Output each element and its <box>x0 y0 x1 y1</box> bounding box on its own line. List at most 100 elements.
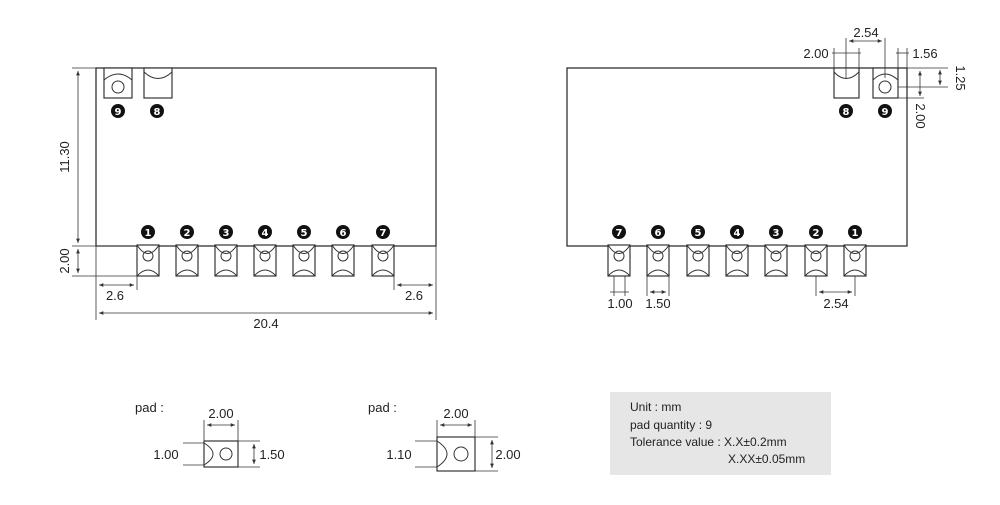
left-pin-1-label: 1 <box>141 225 155 239</box>
left-dim-height: 11.30 <box>57 67 137 247</box>
right-top-pad-8 <box>833 67 860 99</box>
svg-text:7: 7 <box>616 228 623 239</box>
svg-text:2: 2 <box>813 228 820 239</box>
left-bottom-pad-5 <box>292 244 316 277</box>
right-bottom-pads <box>607 244 867 277</box>
svg-text:1.56: 1.56 <box>912 46 937 61</box>
right-dim-pitch-top: 2.54 <box>845 25 886 78</box>
spec-info-box: Unit : mm pad quantity : 9 Tolerance val… <box>610 392 831 475</box>
svg-text:1.50: 1.50 <box>259 447 284 462</box>
svg-text:1.10: 1.10 <box>386 447 411 462</box>
right-dim-pad-width: 1.50 <box>645 276 671 311</box>
svg-text:7: 7 <box>380 228 387 239</box>
right-top-pin-8-label: 8 <box>839 104 853 118</box>
svg-text:2.00: 2.00 <box>208 406 233 421</box>
right-bottom-pad-6 <box>646 244 670 277</box>
svg-text:3: 3 <box>223 228 230 239</box>
right-pin-7-label: 7 <box>612 225 626 239</box>
svg-text:2.6: 2.6 <box>405 288 423 303</box>
left-dim-width: 20.4 <box>99 311 433 331</box>
left-pin-5-label: 5 <box>297 225 311 239</box>
svg-text:1.00: 1.00 <box>153 447 178 462</box>
svg-text:2.00: 2.00 <box>803 46 828 61</box>
right-top-pin-9-label: 9 <box>878 104 892 118</box>
left-bottom-pad-1 <box>136 244 160 277</box>
svg-text:1: 1 <box>145 228 152 239</box>
right-top-pad-9 <box>872 67 899 99</box>
svg-text:8: 8 <box>843 107 850 118</box>
svg-text:4: 4 <box>734 228 741 239</box>
right-pin-3-label: 3 <box>769 225 783 239</box>
left-top-pin-8-label: 8 <box>150 104 164 118</box>
svg-text:2.00: 2.00 <box>443 406 468 421</box>
svg-text:4: 4 <box>262 228 269 239</box>
right-pin-4-label: 4 <box>730 225 744 239</box>
svg-text:2.54: 2.54 <box>853 25 878 40</box>
right-bottom-pad-1 <box>843 244 867 277</box>
right-bottom-pad-2 <box>804 244 828 277</box>
left-pin-3-label: 3 <box>219 225 233 239</box>
left-bottom-pad-6 <box>331 244 355 277</box>
right-bottom-pin-labels: 7 6 5 4 3 2 1 <box>612 225 862 239</box>
tolerance-text-2: X.XX±0.05mm <box>728 452 806 466</box>
svg-text:9: 9 <box>115 107 122 118</box>
svg-text:9: 9 <box>882 107 889 118</box>
svg-text:5: 5 <box>301 228 308 239</box>
svg-text:1.00: 1.00 <box>607 296 632 311</box>
svg-text:2.00: 2.00 <box>57 248 72 273</box>
right-dim-pad9-offset: 1.25 <box>898 65 968 91</box>
left-dim-pad-row-height: 2.00 <box>57 248 137 277</box>
left-top-pad-9 <box>103 67 133 99</box>
left-bottom-pads <box>136 244 395 277</box>
svg-text:2.54: 2.54 <box>823 296 848 311</box>
right-dim-pad9-margin: 1.56 <box>896 46 938 68</box>
pad-quantity-text: pad quantity : 9 <box>630 418 713 432</box>
svg-text:2.6: 2.6 <box>106 288 124 303</box>
svg-text:1.25: 1.25 <box>953 65 968 90</box>
pad-detail-1: pad : 2.00 1.00 1.50 <box>135 400 285 468</box>
left-bottom-pad-4 <box>253 244 277 277</box>
right-dim-pad8-width: 2.00 <box>803 46 861 68</box>
right-pin-2-label: 2 <box>809 225 823 239</box>
svg-text:20.4: 20.4 <box>253 316 278 331</box>
unit-text: Unit : mm <box>630 400 682 414</box>
right-bottom-pad-5 <box>686 244 710 277</box>
svg-text:1: 1 <box>852 228 859 239</box>
left-dim-left-offset: 2.6 <box>95 246 138 320</box>
left-pin-6-label: 6 <box>336 225 350 239</box>
pad-detail-2: pad : 2.00 1.10 2.00 <box>368 400 521 472</box>
left-bottom-pin-labels: 1 2 3 4 5 6 7 <box>141 225 390 239</box>
svg-text:1.50: 1.50 <box>645 296 670 311</box>
svg-text:3: 3 <box>773 228 780 239</box>
right-dim-pad9-height: 2.00 <box>898 71 928 129</box>
left-pin-4-label: 4 <box>258 225 272 239</box>
tolerance-text-1: Tolerance value : X.X±0.2mm <box>630 435 787 449</box>
svg-text:2.00: 2.00 <box>913 103 928 128</box>
right-bottom-pad-7 <box>607 244 631 277</box>
svg-text:2: 2 <box>184 228 191 239</box>
right-dim-pitch-bottom: 2.54 <box>815 276 856 311</box>
left-bottom-pad-7 <box>371 244 395 277</box>
svg-text:6: 6 <box>340 228 347 239</box>
left-bottom-pad-2 <box>175 244 199 277</box>
svg-text:5: 5 <box>695 228 702 239</box>
left-pin-2-label: 2 <box>180 225 194 239</box>
left-pin-7-label: 7 <box>376 225 390 239</box>
right-bottom-pad-4 <box>725 244 749 277</box>
right-module-view: 8 9 7 6 5 4 3 2 1 <box>566 25 968 311</box>
right-pin-1-label: 1 <box>848 225 862 239</box>
svg-text:8: 8 <box>154 107 161 118</box>
left-top-pad-8 <box>143 67 173 99</box>
svg-text:11.30: 11.30 <box>57 141 72 173</box>
left-top-pin-9-label: 9 <box>111 104 125 118</box>
svg-text:pad :: pad : <box>368 400 397 415</box>
left-module-view: 9 8 1 2 3 4 5 6 7 <box>57 67 437 331</box>
left-bottom-pad-3 <box>214 244 238 277</box>
left-dim-right-offset: 2.6 <box>393 246 437 320</box>
right-bottom-pad-3 <box>764 244 788 277</box>
svg-text:6: 6 <box>655 228 662 239</box>
svg-text:pad :: pad : <box>135 400 164 415</box>
svg-text:2.00: 2.00 <box>495 447 520 462</box>
right-dim-hole-width: 1.00 <box>607 276 633 311</box>
